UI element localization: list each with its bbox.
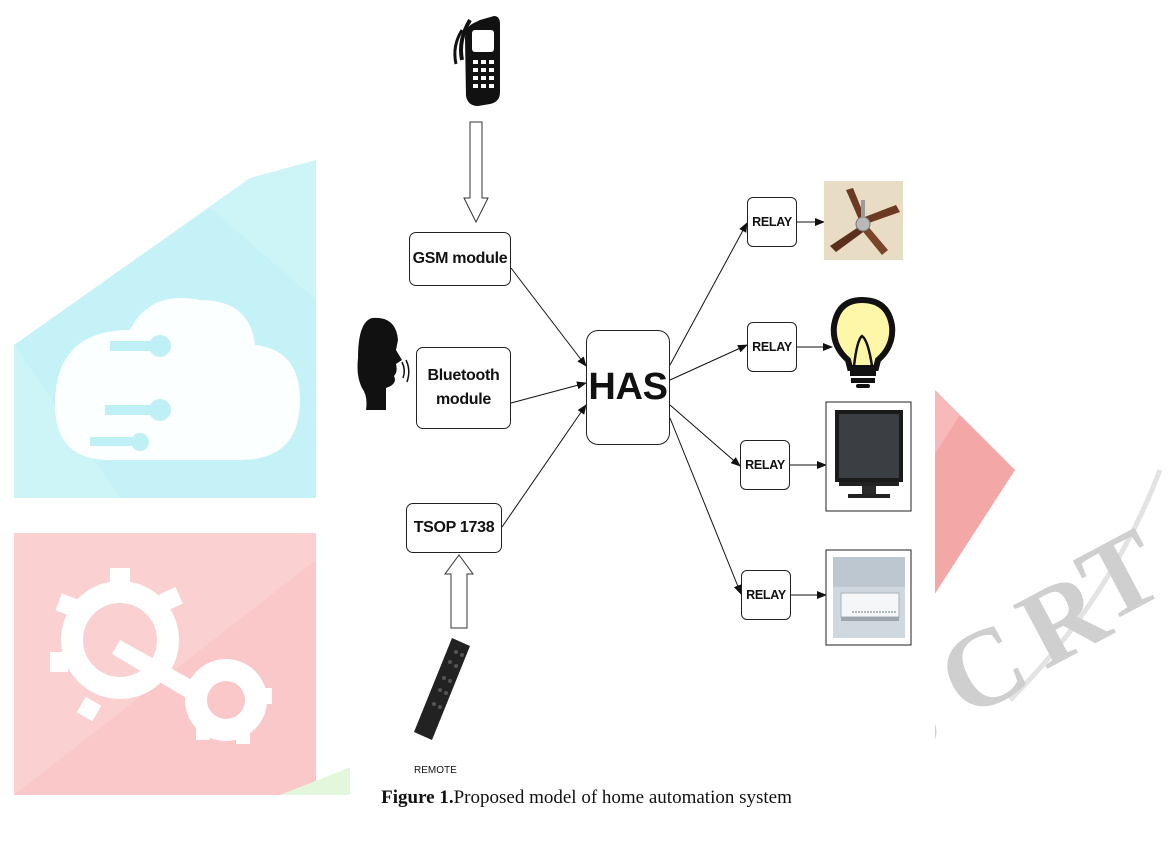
relay-label: RELAY bbox=[745, 457, 785, 472]
cloud-circuit-icon bbox=[55, 298, 300, 460]
relay-label: RELAY bbox=[746, 587, 786, 602]
tsop-to-has-line bbox=[501, 404, 587, 528]
relay-label: RELAY bbox=[752, 339, 792, 354]
gsm-module-box: GSM module bbox=[409, 232, 511, 286]
remote-label: REMOTE bbox=[414, 765, 457, 776]
bluetooth-label-line-1: Bluetooth bbox=[427, 367, 500, 384]
has-label: HAS bbox=[588, 366, 668, 408]
relay-label: RELAY bbox=[752, 214, 792, 229]
has-to-relay-2-line bbox=[669, 344, 748, 381]
gsm-to-has-line bbox=[510, 267, 587, 367]
television-icon bbox=[825, 401, 912, 512]
caption-figure-number: Figure 1. bbox=[381, 787, 454, 808]
relay-fan-box: RELAY bbox=[747, 197, 797, 247]
has-to-relay-3-line bbox=[669, 404, 741, 467]
ceiling-fan-icon bbox=[824, 181, 903, 260]
gsm-module-label: GSM module bbox=[412, 250, 508, 267]
remote-control-icon bbox=[414, 638, 470, 740]
relay-ac-box: RELAY bbox=[741, 570, 791, 620]
watermark-swoosh bbox=[1008, 469, 1163, 702]
light-bulb-icon bbox=[830, 296, 896, 388]
caption-text: Proposed model of home automation system bbox=[453, 787, 792, 808]
tsop-label: TSOP 1738 bbox=[413, 519, 495, 536]
has-to-relay-4-line bbox=[669, 417, 742, 595]
relay-bulb-box: RELAY bbox=[747, 322, 797, 372]
bluetooth-to-has-line bbox=[510, 381, 587, 404]
speaking-head-icon bbox=[357, 317, 410, 410]
remote-to-tsop-arrow bbox=[444, 554, 474, 629]
air-conditioner-icon bbox=[825, 549, 912, 646]
tsop-1738-box: TSOP 1738 bbox=[406, 503, 502, 553]
bluetooth-module-box: Bluetooth module bbox=[416, 347, 511, 429]
has-to-relay-1-line bbox=[669, 222, 748, 366]
mobile-phone-icon bbox=[453, 16, 500, 106]
has-controller-box: HAS bbox=[586, 330, 670, 445]
bluetooth-label-line-2: module bbox=[435, 391, 492, 408]
relay-tv-box: RELAY bbox=[740, 440, 790, 490]
phone-to-gsm-arrow bbox=[463, 121, 489, 224]
figure-caption: Figure 1.Proposed model of home automati… bbox=[0, 787, 1173, 809]
